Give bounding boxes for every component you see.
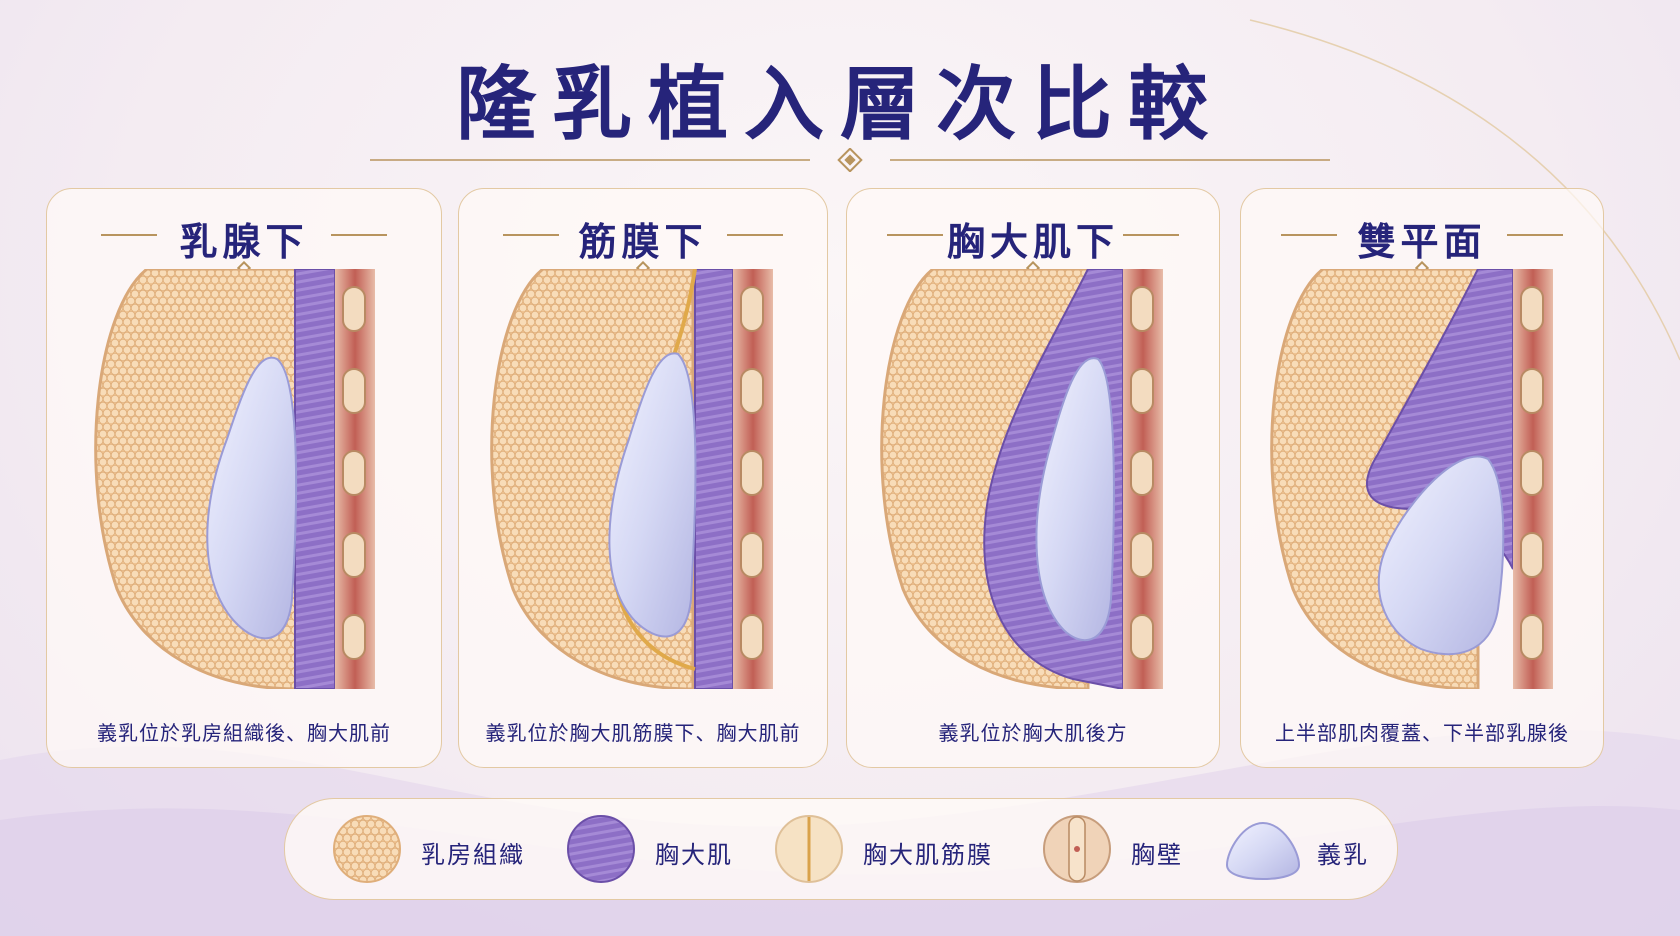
- title-rule-left: [503, 234, 559, 236]
- ribs: [342, 286, 366, 660]
- panel-submuscular: 胸大肌下 義乳位於胸大肌後方: [846, 188, 1220, 768]
- pectoralis-muscle: [694, 269, 734, 689]
- panel-subglandular: 乳腺下 義乳位於乳房組織後、胸大肌前: [46, 188, 442, 768]
- fascia-icon: [775, 815, 843, 883]
- panel-title: 乳腺下: [179, 220, 309, 264]
- chest-wall-icon: [1043, 815, 1111, 883]
- subfascial-diagram: [490, 269, 773, 689]
- title-rule-left: [101, 234, 157, 236]
- legend-label: 胸壁: [1131, 841, 1183, 869]
- title-divider: [370, 148, 1330, 172]
- panel-title: 雙平面: [1357, 220, 1487, 264]
- title-rule-right: [331, 234, 387, 236]
- legend-item-implant: 義乳: [1221, 813, 1381, 885]
- submuscular-diagram: [880, 269, 1163, 689]
- panel-description: 義乳位於胸大肌筋膜下、胸大肌前: [485, 721, 801, 745]
- legend-item-fascia: 胸大肌筋膜: [773, 813, 1013, 885]
- panel-description: 義乳位於胸大肌後方: [938, 721, 1128, 745]
- panel-description: 義乳位於乳房組織後、胸大肌前: [97, 721, 391, 745]
- title-rule-right: [1507, 234, 1563, 236]
- legend-label: 胸大肌: [655, 841, 733, 869]
- breast-tissue-icon: [333, 815, 401, 883]
- implant: [1377, 455, 1505, 656]
- title-rule-left: [887, 234, 943, 236]
- panel-title: 胸大肌下: [946, 220, 1119, 264]
- panel-subfascial: 筋膜下 義乳位於胸大肌筋膜下、胸大肌前: [458, 188, 828, 768]
- legend-label: 義乳: [1317, 841, 1369, 869]
- ribs: [740, 286, 764, 660]
- title-rule-right: [727, 234, 783, 236]
- legend-item-breast-tissue: 乳房組織: [331, 813, 541, 885]
- implant-icon: [1225, 821, 1301, 881]
- panel-description: 上半部肌肉覆蓋、下半部乳腺後: [1275, 721, 1569, 745]
- panel-dual-plane: 雙平面 上半部肌肉覆蓋、下半部乳腺後: [1240, 188, 1604, 768]
- title-rule-left: [1281, 234, 1337, 236]
- panel-title: 筋膜下: [578, 220, 708, 264]
- subglandular-diagram: [94, 269, 375, 689]
- implant: [1035, 357, 1115, 642]
- legend: 乳房組織 胸大肌 胸大肌筋膜 胸壁 義乳: [284, 798, 1398, 900]
- legend-label: 胸大肌筋膜: [863, 841, 993, 869]
- page-title: 隆乳植入層次比較: [456, 58, 1224, 151]
- ribs: [1130, 286, 1154, 660]
- legend-item-muscle: 胸大肌: [565, 813, 745, 885]
- implant: [608, 352, 697, 638]
- ribs: [1520, 286, 1544, 660]
- muscle-icon: [567, 815, 635, 883]
- legend-label: 乳房組織: [421, 841, 525, 869]
- legend-item-chest-wall: 胸壁: [1041, 813, 1211, 885]
- pectoralis-muscle: [294, 269, 336, 689]
- dual-plane-diagram: [1270, 269, 1553, 689]
- implant: [206, 356, 298, 640]
- title-rule-right: [1123, 234, 1179, 236]
